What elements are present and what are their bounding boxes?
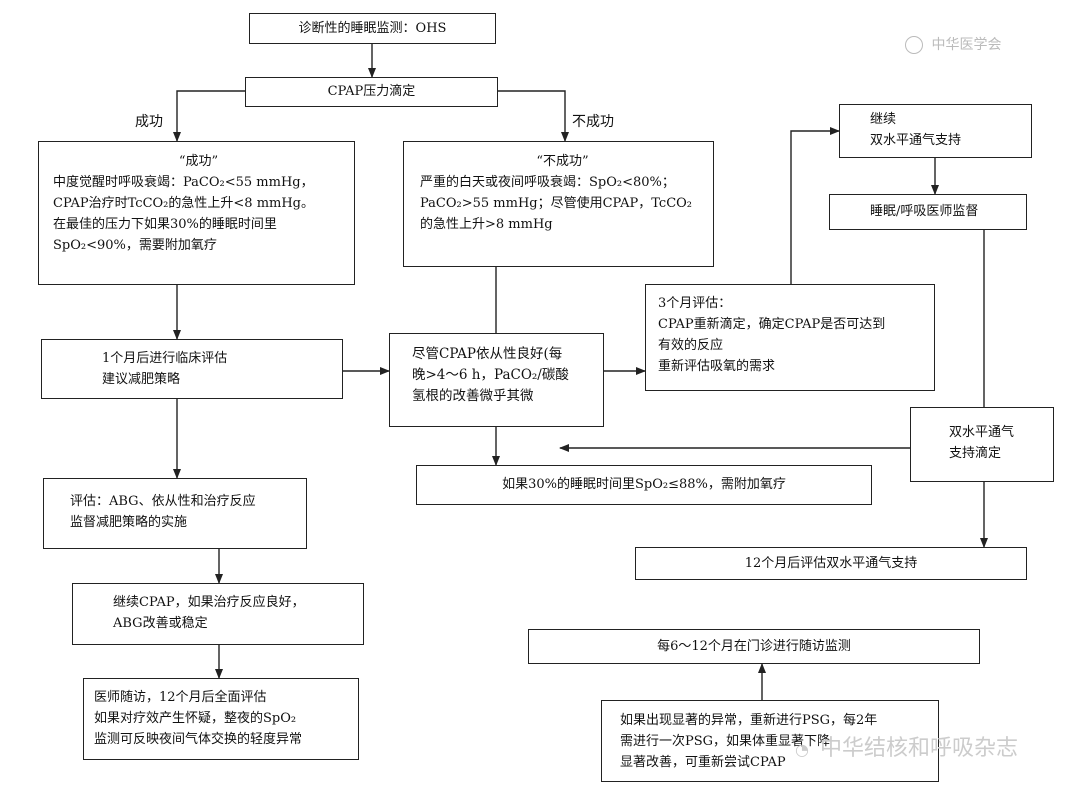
box-1month-evaluation: 1个月后进行临床评估 建议减肥策略 <box>41 339 343 399</box>
box-compliance: 尽管CPAP依从性良好(每 晚>4～6 h，PaCO₂/碳酸 氢根的改善微乎其微 <box>389 333 604 427</box>
oxygen-text: 如果30%的睡眠时间里SpO₂≤88%，需附加氧疗 <box>502 477 786 492</box>
success-line-1: 中度觉醒时呼吸衰竭：PaCO₂<55 mmHg， <box>53 175 314 190</box>
1month-line-1: 1个月后进行临床评估 <box>102 351 228 366</box>
box-supervise: 睡眠/呼吸医师监督 <box>829 194 1027 230</box>
box-cpap-titration: CPAP压力滴定 <box>245 77 498 107</box>
3month-line-3: 有效的反应 <box>658 338 724 353</box>
bipap-titration-line-2: 支持滴定 <box>949 446 1002 461</box>
psg-line-3: 显著改善，可重新尝试CPAP <box>620 755 786 770</box>
watermark-journal: ◔ 中华结核和呼吸杂志 <box>795 730 1018 762</box>
arrow-cpap-to-fail <box>498 90 569 142</box>
continue-cpap-line-1: 继续CPAP，如果治疗反应良好， <box>113 595 305 610</box>
psg-line-1: 如果出现显著的异常，重新进行PSG，每2年 <box>620 713 878 728</box>
compliance-line-1: 尽管CPAP依从性良好(每 <box>412 346 563 362</box>
3month-line-4: 重新评估吸氧的需求 <box>658 359 776 374</box>
box-continue-bipap: 继续 双水平通气支持 <box>839 104 1032 158</box>
box-outpatient-followup: 每6～12个月在门诊进行随访监测 <box>528 629 980 664</box>
outpatient-text: 每6～12个月在门诊进行随访监测 <box>657 639 851 654</box>
box-evaluate-abg: 评估：ABG、依从性和治疗反应 监督减肥策略的实施 <box>43 478 307 549</box>
success-line-2: CPAP治疗时TcCO₂的急性上升<8 mmHg。 <box>53 196 315 211</box>
3month-line-1: 3个月评估： <box>658 296 732 311</box>
box-cpap-titration-text: CPAP压力滴定 <box>327 84 416 99</box>
box-oxygen: 如果30%的睡眠时间里SpO₂≤88%，需附加氧疗 <box>416 465 872 505</box>
wechat-icon: ◔ <box>795 740 809 759</box>
12month-bipap-text: 12个月后评估双水平通气支持 <box>744 556 918 571</box>
fail-title: “不成功” <box>536 154 589 169</box>
followup-line-2: 如果对疗效产生怀疑，整夜的SpO₂ <box>94 711 297 726</box>
followup-line-3: 监测可反映夜间气体交换的轻度异常 <box>94 732 303 747</box>
box-bipap-titration: 双水平通气 支持滴定 <box>910 407 1054 482</box>
1month-line-2: 建议减肥策略 <box>102 372 181 387</box>
continue-cpap-line-2: ABG改善或稳定 <box>113 616 208 631</box>
watermark-logo: 中华医学会 <box>905 34 1001 54</box>
continue-bipap-line-1: 继续 <box>870 112 897 127</box>
supervise-text: 睡眠/呼吸医师监督 <box>870 204 979 219</box>
box-fail: “不成功” 严重的白天或夜间呼吸衰竭：SpO₂<80%； PaCO₂>55 mm… <box>403 141 714 267</box>
box-diagnostic-ohs: 诊断性的睡眠监测：OHS <box>249 13 496 44</box>
label-fail: 不成功 <box>572 114 614 130</box>
compliance-line-3: 氢根的改善微乎其微 <box>412 388 534 404</box>
continue-bipap-line-2: 双水平通气支持 <box>870 133 962 148</box>
psg-line-2: 需进行一次PSG，如果体重显著下降 <box>620 734 831 749</box>
seal-icon <box>905 36 923 54</box>
bipap-titration-line-1: 双水平通气 <box>949 425 1015 440</box>
evaluate-line-2: 监督减肥策略的实施 <box>70 515 188 530</box>
success-line-4: SpO₂<90%，需要附加氧疗 <box>53 238 217 253</box>
box-12month-bipap: 12个月后评估双水平通气支持 <box>635 547 1027 580</box>
success-line-3: 在最佳的压力下如果30%的睡眠时间里 <box>53 217 277 232</box>
compliance-line-2: 晚>4～6 h，PaCO₂/碳酸 <box>412 367 569 383</box>
box-3month-evaluation: 3个月评估： CPAP重新滴定，确定CPAP是否可达到 有效的反应 重新评估吸氧… <box>645 284 935 391</box>
success-title: “成功” <box>178 154 219 169</box>
box-continue-cpap: 继续CPAP，如果治疗反应良好， ABG改善或稳定 <box>72 583 364 645</box>
box-repeat-psg: 如果出现显著的异常，重新进行PSG，每2年 需进行一次PSG，如果体重显著下降 … <box>601 700 939 782</box>
followup-line-1: 医师随访，12个月后全面评估 <box>94 690 267 705</box>
3month-line-2: CPAP重新滴定，确定CPAP是否可达到 <box>658 317 886 332</box>
fail-line-1: 严重的白天或夜间呼吸衰竭：SpO₂<80%； <box>420 175 675 190</box>
fail-line-2: PaCO₂>55 mmHg；尽管使用CPAP，TcCO₂ <box>420 196 693 211</box>
arrow-cpap-to-success <box>173 90 245 142</box>
fail-line-3: 的急性上升>8 mmHg <box>420 217 553 232</box>
box-success: “成功” 中度觉醒时呼吸衰竭：PaCO₂<55 mmHg， CPAP治疗时TcC… <box>38 141 355 285</box>
watermark-journal-text: 中华结核和呼吸杂志 <box>819 736 1018 761</box>
label-success: 成功 <box>135 114 163 130</box>
watermark-logo-text: 中华医学会 <box>931 37 1002 53</box>
box-physician-followup: 医师随访，12个月后全面评估 如果对疗效产生怀疑，整夜的SpO₂ 监测可反映夜间… <box>83 678 359 760</box>
arrow-3month-to-continue-bipap <box>790 127 840 284</box>
evaluate-line-1: 评估：ABG、依从性和治疗反应 <box>70 494 256 509</box>
box-diagnostic-ohs-text: 诊断性的睡眠监测：OHS <box>298 21 447 36</box>
